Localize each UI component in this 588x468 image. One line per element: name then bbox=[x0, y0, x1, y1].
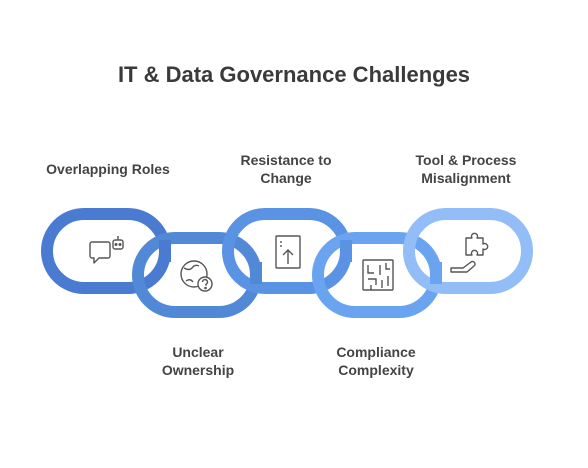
chat-bot-icon bbox=[89, 236, 124, 264]
puzzle-hand-icon bbox=[450, 232, 489, 273]
label-unclear-ownership: Unclear Ownership bbox=[161, 344, 235, 378]
globe-question-icon bbox=[180, 260, 213, 292]
label-tool-process-misalignment: Tool & Process Misalignment bbox=[415, 152, 517, 186]
label-overlapping-roles: Overlapping Roles bbox=[46, 161, 170, 177]
chain-link-tool-process-misalignment bbox=[403, 208, 533, 294]
diagram-title: IT & Data Governance Challenges bbox=[117, 62, 471, 87]
label-resistance-to-change: Resistance to Change bbox=[240, 152, 332, 186]
upload-frame-icon bbox=[275, 235, 301, 269]
maze-icon bbox=[362, 259, 394, 291]
label-compliance-complexity: Compliance Complexity bbox=[336, 344, 416, 378]
